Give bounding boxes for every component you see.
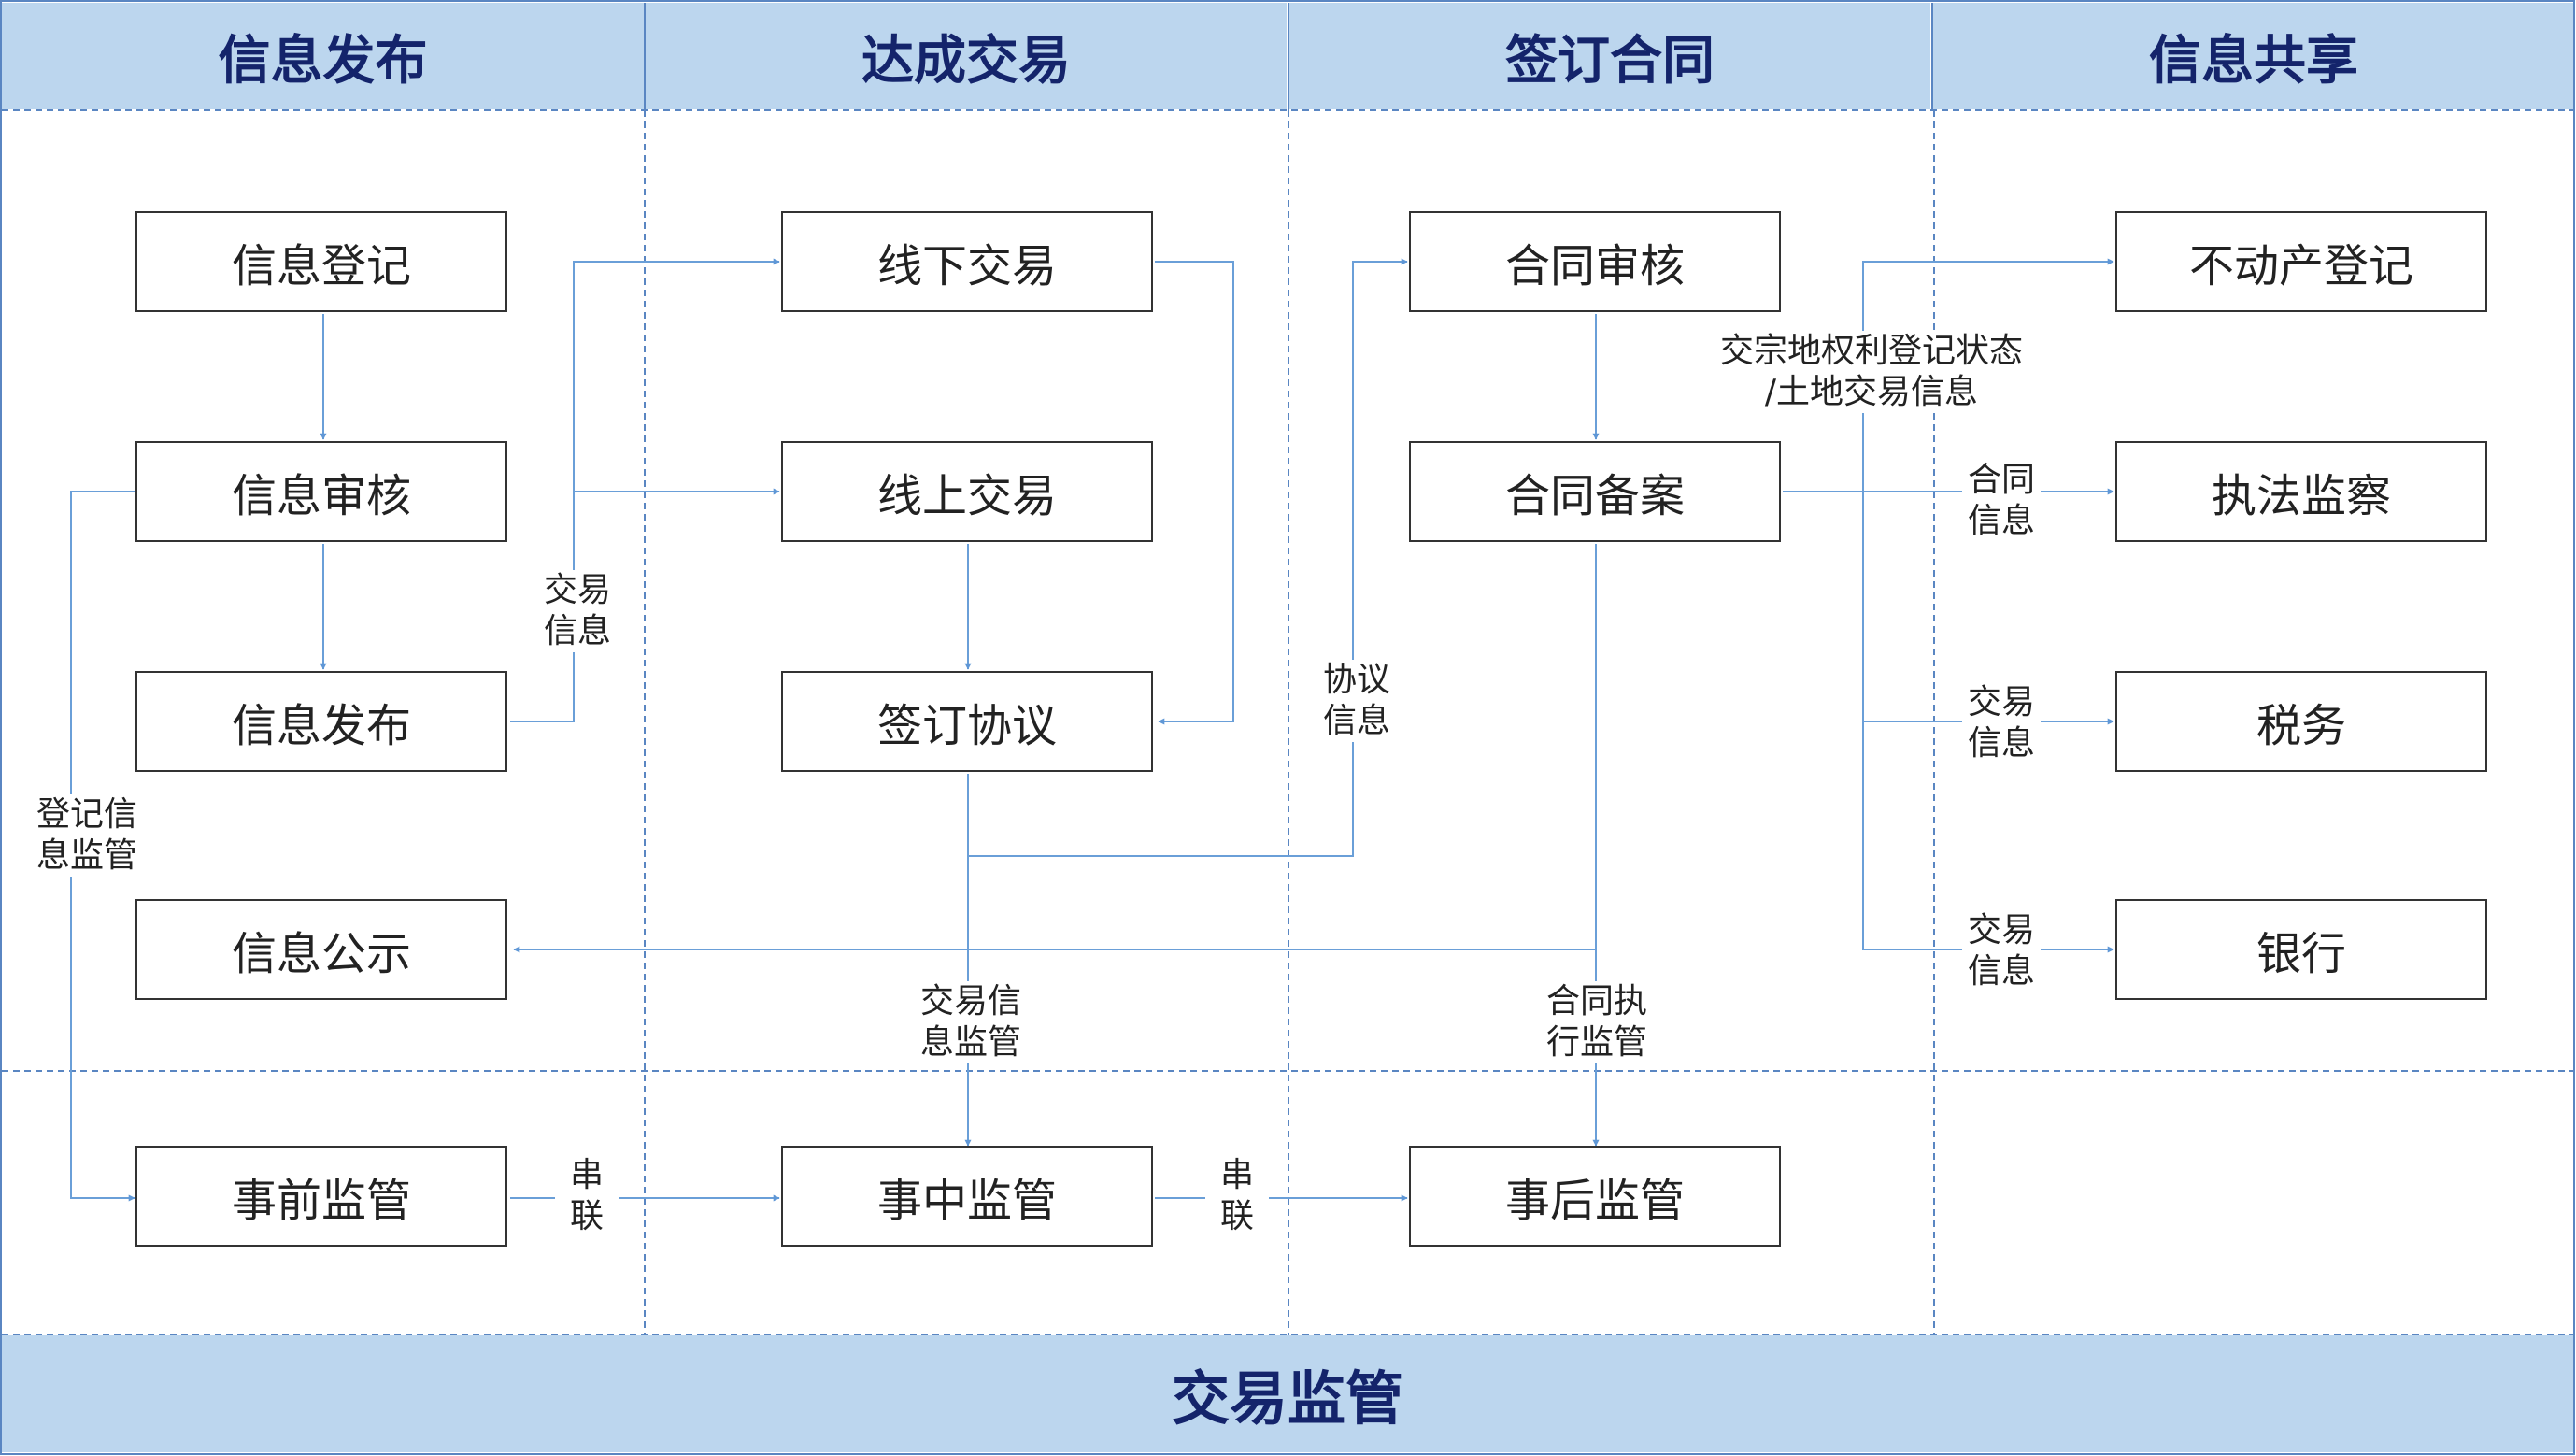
- label-contract-info: 合同 信息: [1962, 460, 2041, 542]
- label-trade-info-supervision: 交易信 息监管: [912, 981, 1030, 1063]
- box-info-review: 信息审核: [135, 441, 507, 542]
- label-contract-info-line1: 合同: [1967, 461, 2035, 499]
- label-tax-trade-info-line2: 信息: [1967, 724, 2035, 763]
- box-mid-supervision: 事中监管: [781, 1146, 1153, 1247]
- footer-trade-supervision: 交易监管: [2, 1335, 2573, 1452]
- label-agreement-info-line2: 信息: [1322, 702, 1390, 740]
- label-land-info: 交宗地权利登记状态 /土地交易信息: [1706, 331, 2037, 413]
- label-link-2-line2: 联: [1219, 1197, 1254, 1235]
- solid-dividers: [644, 3, 1933, 110]
- label-contract-execution-supervision-line1: 合同执: [1545, 982, 1647, 1021]
- label-tax-trade-info-line1: 交易: [1967, 683, 2035, 721]
- label-link-1: 串 联: [555, 1155, 619, 1237]
- label-trade-info-line2: 信息: [543, 612, 611, 650]
- label-agreement-info: 协议 信息: [1317, 660, 1396, 742]
- dashed-dividers: [2, 109, 2574, 1335]
- column-header-info-publish: 信息发布: [2, 3, 644, 109]
- label-agreement-info-line1: 协议: [1322, 661, 1390, 699]
- label-trade-info-supervision-line1: 交易信: [919, 982, 1021, 1021]
- box-real-estate-registration: 不动产登记: [2115, 211, 2487, 312]
- column-header-info-share: 信息共享: [1933, 3, 2574, 109]
- label-link-2-line1: 串: [1219, 1156, 1254, 1194]
- label-bank-trade-info-line1: 交易: [1967, 911, 2035, 949]
- label-registration-supervision-line1: 登记信: [36, 795, 137, 834]
- label-registration-supervision: 登记信 息监管: [28, 794, 146, 877]
- label-link-1-line1: 串: [569, 1156, 604, 1194]
- column-header-contract: 签订合同: [1289, 3, 1930, 109]
- arrows: [70, 258, 2114, 1202]
- box-post-supervision: 事后监管: [1409, 1146, 1781, 1247]
- box-bank: 银行: [2115, 899, 2487, 1000]
- label-bank-trade-info: 交易 信息: [1962, 910, 2041, 992]
- label-trade-info-line1: 交易: [543, 571, 611, 609]
- box-tax: 税务: [2115, 671, 2487, 772]
- box-contract-review: 合同审核: [1409, 211, 1781, 312]
- label-land-info-line1: 交宗地权利登记状态: [1719, 332, 2023, 370]
- box-online-trade: 线上交易: [781, 441, 1153, 542]
- box-law-enforcement: 执法监察: [2115, 441, 2487, 542]
- label-contract-execution-supervision: 合同执 行监管: [1538, 981, 1656, 1063]
- label-bank-trade-info-line2: 信息: [1967, 952, 2035, 991]
- box-offline-trade: 线下交易: [781, 211, 1153, 312]
- label-contract-info-line2: 信息: [1967, 502, 2035, 540]
- box-info-publish: 信息发布: [135, 671, 507, 772]
- label-registration-supervision-line2: 息监管: [36, 836, 137, 875]
- box-info-announce: 信息公示: [135, 899, 507, 1000]
- column-header-trade: 达成交易: [646, 3, 1287, 109]
- label-trade-info-supervision-line2: 息监管: [919, 1023, 1021, 1062]
- label-tax-trade-info: 交易 信息: [1962, 682, 2041, 764]
- label-link-2: 串 联: [1205, 1155, 1269, 1237]
- label-link-1-line2: 联: [569, 1197, 604, 1235]
- label-land-info-line2: /土地交易信息: [1764, 373, 1979, 411]
- box-pre-supervision: 事前监管: [135, 1146, 507, 1247]
- label-contract-execution-supervision-line2: 行监管: [1545, 1023, 1647, 1062]
- box-contract-filing: 合同备案: [1409, 441, 1781, 542]
- label-trade-info: 交易 信息: [538, 570, 617, 652]
- box-info-register: 信息登记: [135, 211, 507, 312]
- box-sign-agreement: 签订协议: [781, 671, 1153, 772]
